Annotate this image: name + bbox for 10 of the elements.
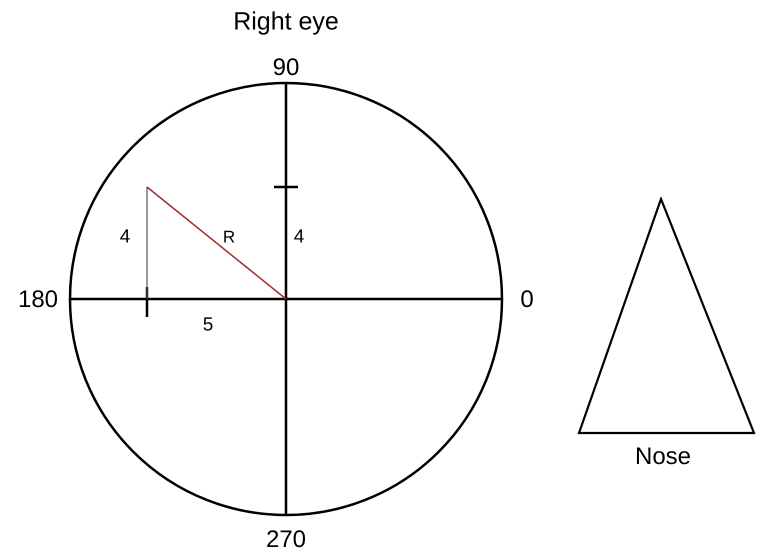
title: Right eye — [233, 10, 339, 34]
dimension-label: 4 — [120, 228, 130, 246]
angle-label: 180 — [18, 288, 58, 312]
nose-label: Nose — [634, 445, 692, 469]
angle-label: 270 — [266, 528, 306, 552]
angle-label: 0 — [520, 288, 534, 312]
angle-label: 90 — [272, 56, 300, 80]
dimension-label: 4 — [294, 228, 304, 246]
radius-label: R — [222, 228, 236, 246]
dimension-label: 5 — [202, 316, 214, 334]
